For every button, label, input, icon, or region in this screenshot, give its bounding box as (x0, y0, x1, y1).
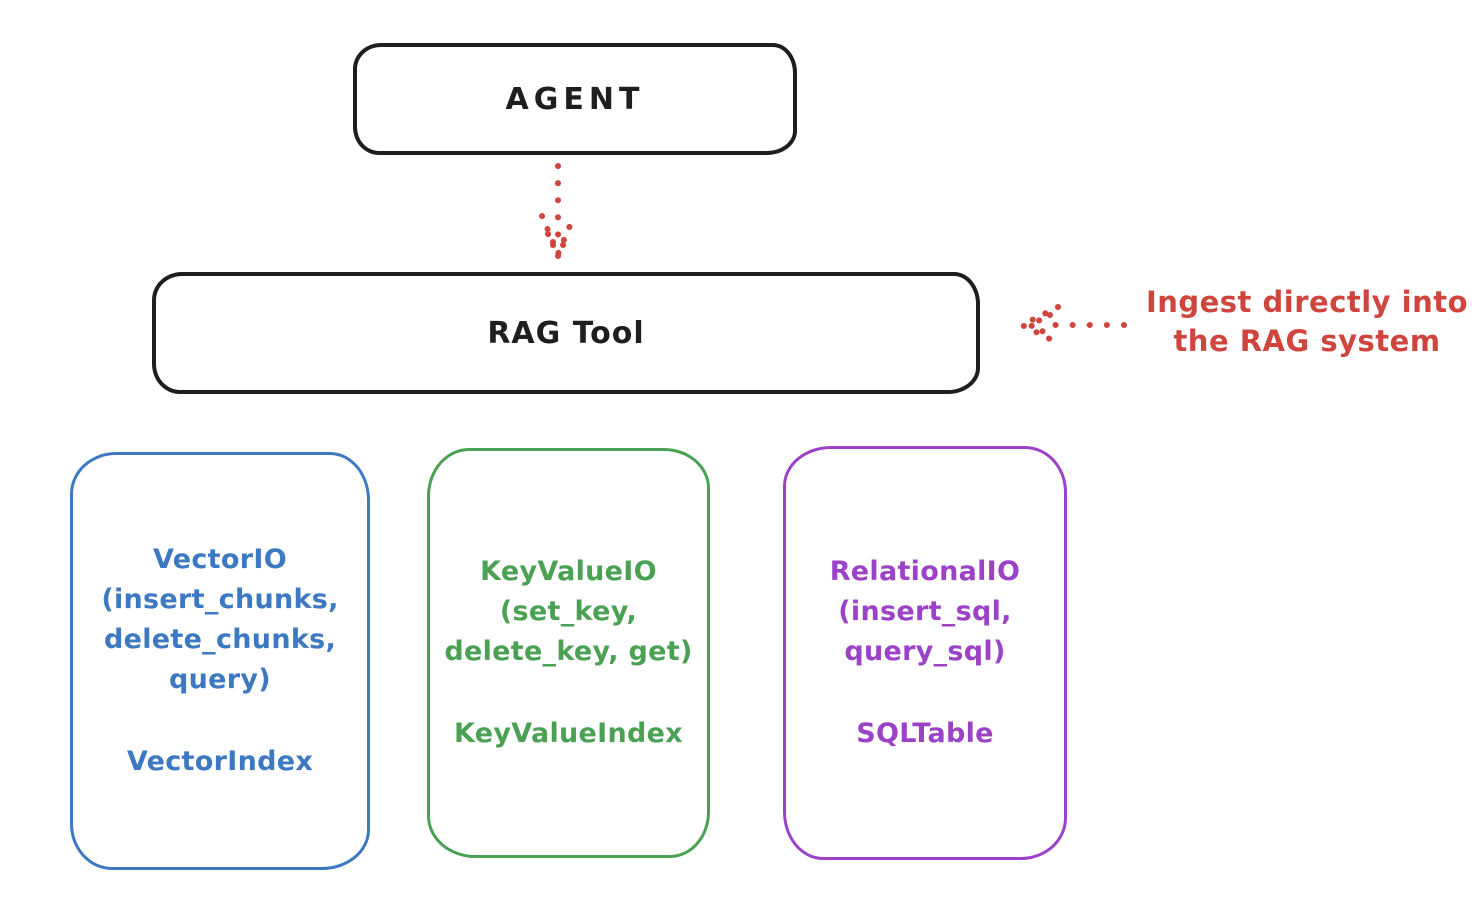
vector-io-node: VectorIO (insert_chunks, delete_chunks, … (70, 452, 370, 870)
keyvalue-index-label: KeyValueIndex (453, 718, 683, 749)
keyvalue-io-node: KeyValueIO (set_key, delete_key, get) Ke… (427, 448, 710, 858)
vector-io-methods-line1: (insert_chunks, (101, 584, 339, 615)
ingest-annotation-arrow (1019, 304, 1127, 346)
vector-io-methods-line2: delete_chunks, (103, 624, 337, 655)
agent-node: AGENT (353, 43, 797, 155)
keyvalue-io-methods-line1: (set_key, (499, 596, 638, 627)
vector-index-label: VectorIndex (126, 746, 314, 777)
ingest-annotation-line1: Ingest directly into (1145, 285, 1469, 319)
relational-io-methods-line2: query_sql) (844, 636, 1006, 667)
keyvalue-io-title: KeyValueIO (480, 556, 657, 587)
keyvalue-io-methods-line2: delete_key, get) (444, 636, 693, 667)
ingest-annotation: Ingest directly into the RAG system (1130, 283, 1484, 361)
ingest-annotation-line2: the RAG system (1173, 324, 1441, 358)
relational-io-node: RelationalIO (insert_sql, query_sql) SQL… (783, 446, 1067, 860)
rag-tool-node: RAG Tool (152, 272, 980, 394)
relational-io-title: RelationalIO (829, 556, 1021, 587)
vector-io-title: VectorIO (153, 544, 287, 575)
rag-tool-node-label: RAG Tool (487, 315, 645, 351)
relational-io-methods-line1: (insert_sql, (838, 596, 1012, 627)
agent-node-label: AGENT (505, 81, 645, 117)
agent-to-ragtool-arrow (539, 163, 577, 259)
sql-table-label: SQLTable (856, 718, 994, 749)
vector-io-methods-line3: query) (169, 664, 271, 695)
